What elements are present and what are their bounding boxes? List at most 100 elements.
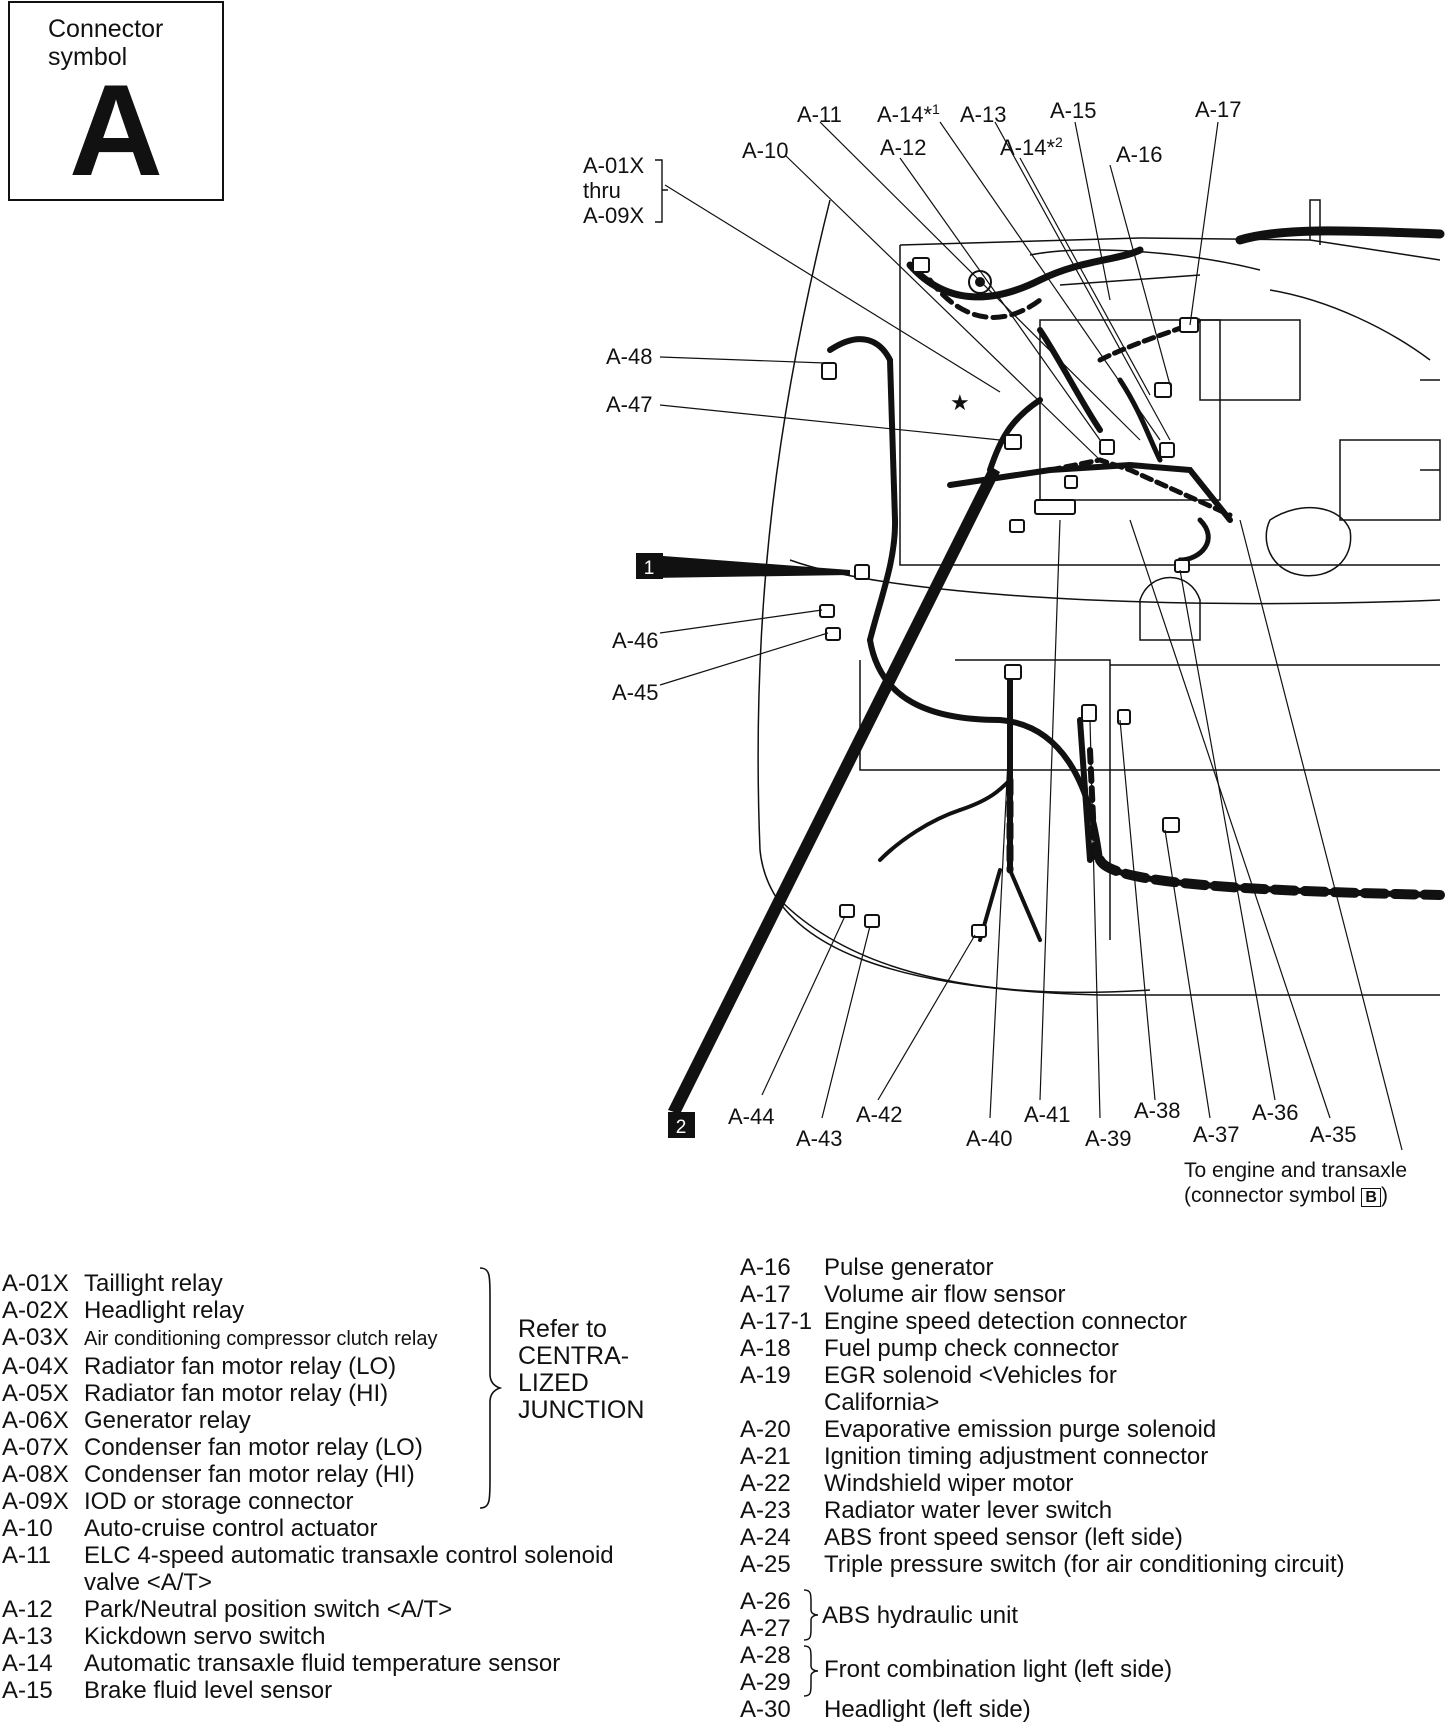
legend-description: Windshield wiper motor — [824, 1470, 1074, 1497]
legend-code: A-22 — [740, 1470, 791, 1497]
label-a48: A-48 — [606, 344, 652, 369]
legend-description: Radiator fan motor relay (LO) — [84, 1353, 397, 1380]
legend-description: Radiator fan motor relay (HI) — [84, 1380, 389, 1407]
legend-desc-a30: Headlight (left side) — [824, 1696, 1031, 1723]
legend-code: A-23 — [740, 1497, 791, 1524]
legend-code: A-09X — [2, 1488, 69, 1515]
a01x-bracket — [655, 159, 668, 223]
legend-description: ELC 4-speed automatic transaxle control … — [84, 1542, 614, 1569]
legend-code: A-16 — [740, 1254, 791, 1281]
legend-code: A-06X — [2, 1407, 69, 1434]
label-thru: thru — [583, 178, 621, 203]
refer-line-3: LIZED — [518, 1369, 589, 1397]
legend-description: Brake fluid level sensor — [84, 1677, 333, 1704]
legend-description: Park/Neutral position switch <A/T> — [84, 1596, 453, 1623]
legend-item: A-11 ELC 4-speed automatic transaxle cont… — [2, 1542, 614, 1569]
svg-text:2: 2 — [676, 1117, 687, 1138]
connector-symbol-caption: Connector symbol — [48, 15, 163, 71]
legend-code: A-15 — [2, 1677, 53, 1704]
label-a39: A-39 — [1085, 1126, 1131, 1151]
legend-code: A-17-1 — [740, 1308, 813, 1335]
label-a37: A-37 — [1193, 1122, 1239, 1147]
connector-b-box: B — [1361, 1188, 1381, 1207]
wiring-harness — [827, 226, 1445, 942]
refer-line-2: CENTRA- — [518, 1342, 630, 1370]
label-a01x: A-01X — [583, 153, 644, 178]
legend-code: A-05X — [2, 1380, 69, 1407]
legend-code: A-10 — [2, 1515, 53, 1542]
label-a35: A-35 — [1310, 1122, 1356, 1147]
bottom-labels: A-44 A-43 A-42 A-40 A-41 A-39 A-38 A-37 … — [728, 1098, 1356, 1151]
legend-item: A-22 Windshield wiper motor — [740, 1470, 1345, 1497]
legend-description: Pulse generator — [824, 1254, 994, 1281]
fcl-bracket — [803, 1645, 819, 1697]
legend-description: California> — [824, 1389, 940, 1416]
note-line-2: (connector symbol B) — [1184, 1183, 1407, 1208]
refer-bracket — [479, 1267, 502, 1509]
legend-description: IOD or storage connector — [84, 1488, 354, 1515]
legend-code: A-01X — [2, 1270, 69, 1297]
label-a36: A-36 — [1252, 1100, 1298, 1125]
legend-code: A-03X — [2, 1324, 69, 1351]
legend-code: A-21 — [740, 1443, 791, 1470]
legend-description: Volume air flow sensor — [824, 1281, 1066, 1308]
note-line-1: To engine and transaxle — [1184, 1159, 1407, 1182]
label-a14-1: A-14*1 — [877, 101, 940, 127]
legend-item: A-16 Pulse generator — [740, 1254, 1345, 1281]
legend-code: A-18 — [740, 1335, 791, 1362]
star-marker: ★ — [950, 390, 970, 415]
marker-1: 1 — [636, 553, 663, 579]
legend-abs-desc: ABS hydraulic unit — [822, 1602, 1019, 1629]
legend-item: valve <A/T> — [2, 1569, 614, 1596]
legend-code: A-24 — [740, 1524, 791, 1551]
legend-description: Auto-cruise control actuator — [84, 1515, 378, 1542]
legend-item: A-05X Radiator fan motor relay (HI) — [2, 1380, 614, 1407]
legend-description: Condenser fan motor relay (LO) — [84, 1434, 423, 1461]
connector-shapes — [819, 257, 1199, 938]
label-a09x: A-09X — [583, 203, 644, 228]
legend-item: A-17 Volume air flow sensor — [740, 1281, 1345, 1308]
legend-description: valve <A/T> — [84, 1569, 213, 1596]
refer-line-4: JUNCTION — [518, 1396, 645, 1424]
legend-item: A-23 Radiator water lever switch — [740, 1497, 1345, 1524]
legend-description: ABS front speed sensor (left side) — [824, 1524, 1183, 1551]
top-labels: A-11 A-14*1 A-13 A-15 A-17 A-10 A-12 A-1… — [583, 97, 1241, 705]
legend-description: Radiator water lever switch — [824, 1497, 1113, 1524]
label-a43: A-43 — [796, 1126, 842, 1151]
label-a14-2: A-14*2 — [1000, 134, 1063, 160]
legend-description: Triple pressure switch (for air conditio… — [824, 1551, 1345, 1578]
caption-line-2: symbol — [48, 43, 128, 71]
label-a15: A-15 — [1050, 98, 1096, 123]
legend-code: A-13 — [2, 1623, 53, 1650]
legend-code: A-11 — [2, 1542, 51, 1569]
label-a12: A-12 — [880, 135, 926, 160]
marker-pointers — [650, 466, 1000, 1114]
label-a47: A-47 — [606, 392, 652, 417]
note-close-paren: ) — [1380, 1184, 1388, 1207]
legend-description: Condenser fan motor relay (HI) — [84, 1461, 415, 1488]
label-a38: A-38 — [1134, 1098, 1180, 1123]
legend-code-a26: A-26 — [740, 1588, 791, 1615]
legend-code: A-19 — [740, 1362, 791, 1389]
legend-code: A-17 — [740, 1281, 791, 1308]
legend-code: A-04X — [2, 1353, 69, 1380]
legend-description: Headlight relay — [84, 1297, 245, 1324]
connector-symbol-box: Connector symbol A — [8, 1, 224, 201]
vehicle-body-outline — [757, 199, 1441, 996]
note-line-2-text: (connector symbol — [1184, 1184, 1356, 1207]
legend-item: A-09X IOD or storage connector — [2, 1488, 614, 1515]
legend-group-abs: A-26 A-27 — [740, 1588, 791, 1642]
